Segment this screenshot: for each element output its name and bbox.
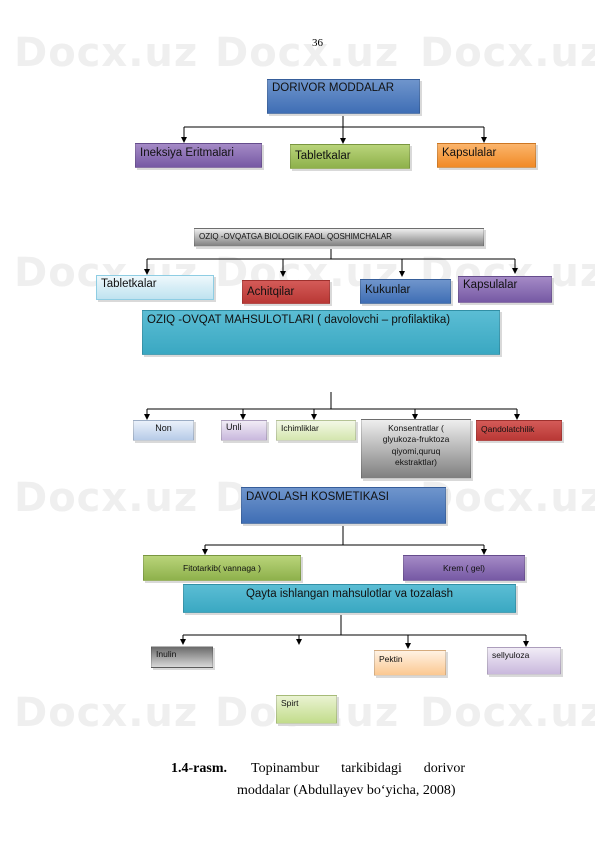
node-inulin: Inulin	[151, 646, 213, 668]
node-unli: Unli	[221, 420, 267, 441]
node-fitotarkib: Fitotarkib( vannaga )	[143, 555, 301, 581]
watermark: Docx.uz	[215, 30, 400, 76]
watermark: Docx.uz	[14, 475, 199, 521]
watermark: Docx.uz	[420, 30, 595, 76]
watermark: Docx.uz	[420, 690, 595, 736]
node-dorivor-moddalar: DORIVOR MODDALAR	[267, 79, 420, 114]
node-spirt: Spirt	[276, 695, 337, 724]
node-qayta-ishlangan-mahsulotlar: Qayta ishlangan mahsulotlar va tozalash	[183, 584, 516, 613]
node-krem-gel: Krem ( gel)	[403, 555, 525, 581]
node-kapsulalar-1: Kapsulalar	[437, 143, 536, 168]
watermark: Docx.uz	[14, 690, 199, 736]
node-konsentratlar: Konsentratlar ( glyukoza-fruktoza qiyomi…	[361, 419, 471, 479]
node-ineksiya-eritmalari: Ineksiya Eritmalari	[135, 143, 262, 168]
node-tabletkalar-2: Tabletkalar	[96, 275, 214, 300]
node-kapsulalar-2: Kapsulalar	[458, 276, 552, 303]
node-oziq-ovqat-mahsulotlari: OZIQ -OVQAT MAHSULOTLARI ( davolovchi – …	[142, 310, 500, 355]
watermark: Docx.uz	[420, 475, 595, 521]
figure-label: 1.4-rasm.	[171, 761, 227, 776]
node-qandolatchilik: Qandolatchilik	[476, 420, 562, 441]
node-kukunlar: Kukunlar	[360, 279, 451, 304]
page-number: 36	[312, 37, 323, 49]
node-tabletkalar-1: Tabletkalar	[290, 144, 410, 169]
node-achitqilar: Achitqilar	[242, 280, 330, 304]
node-biologik-faol-qoshimchalar: OZIQ -OVQATGA BIOLOGIK FAOL QOSHIMCHALAR	[194, 228, 484, 247]
figure-caption-line2: moddalar (Abdullayev boʻyicha, 2008)	[237, 783, 456, 798]
node-ichimliklar: Ichimliklar	[276, 420, 356, 441]
node-pektin: Pektin	[374, 650, 446, 676]
node-non: Non	[133, 420, 194, 441]
watermark: Docx.uz	[14, 30, 199, 76]
node-sellyuloza: sellyuloza	[487, 647, 561, 675]
node-davolash-kosmetikasi: DAVOLASH KOSMETIKASI	[241, 487, 446, 524]
figure-caption-line1: Topinambur tarkibidagi dorivor	[251, 761, 465, 776]
